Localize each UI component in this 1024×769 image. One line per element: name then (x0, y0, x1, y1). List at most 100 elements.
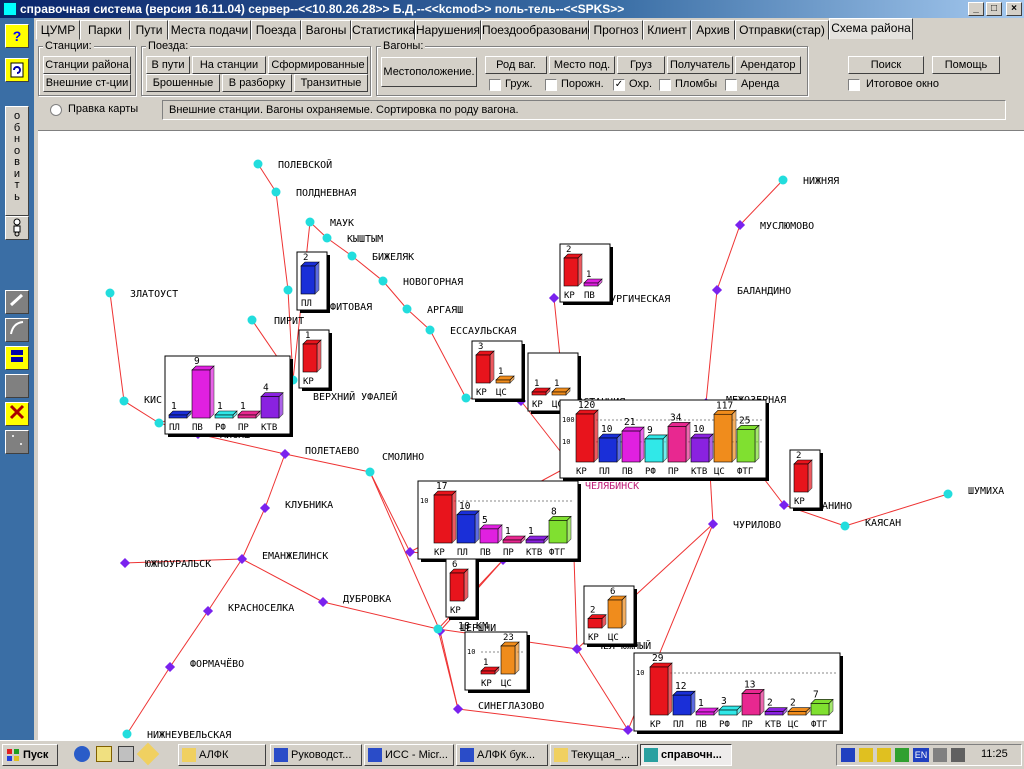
station-node[interactable] (734, 219, 746, 231)
tab-11[interactable]: Архив (691, 20, 735, 40)
tab-13[interactable]: Схема района (829, 18, 913, 40)
user-icon[interactable] (5, 216, 29, 240)
tab-10[interactable]: Клиент (643, 20, 691, 40)
station-node[interactable] (271, 187, 281, 197)
dots-tool-icon[interactable] (5, 430, 29, 454)
station-node[interactable] (236, 553, 248, 565)
guarded-checkbox[interactable]: ✓ (613, 79, 625, 91)
station-node[interactable] (378, 276, 388, 286)
station-node[interactable] (322, 233, 332, 243)
tray-network-icon[interactable] (841, 748, 855, 762)
tray-monitor-icon[interactable] (951, 748, 965, 762)
station-node[interactable] (778, 499, 790, 511)
tab-4[interactable]: Поезда (251, 20, 301, 40)
tab-2[interactable]: Пути (130, 20, 168, 40)
station-node[interactable] (283, 285, 293, 295)
station-node[interactable] (365, 467, 375, 477)
station-node[interactable] (425, 325, 435, 335)
blank-tool-icon[interactable] (5, 374, 29, 398)
final-window-checkbox[interactable] (848, 79, 860, 91)
station-node[interactable] (105, 288, 115, 298)
seals-checkbox[interactable] (659, 79, 671, 91)
station-node[interactable] (461, 393, 471, 403)
station-node[interactable] (154, 418, 164, 428)
tab-12[interactable]: Отправки(стар) (735, 20, 829, 40)
place-button[interactable]: Место под. (549, 56, 615, 74)
taskbar-item-2[interactable]: ИСС - Micr... (364, 744, 454, 766)
en-route-button[interactable]: В пути (146, 56, 190, 74)
help-icon[interactable]: ? (5, 24, 29, 48)
wagon-kind-button[interactable]: Род ваг. (485, 56, 547, 74)
station-node[interactable] (402, 304, 412, 314)
taskbar-item-4[interactable]: Текущая_... (550, 744, 638, 766)
tray-app-icon[interactable] (859, 748, 873, 762)
disbanding-button[interactable]: В разборку (222, 74, 292, 92)
wagon-chart[interactable]: 2КР (789, 449, 823, 511)
station-node[interactable] (279, 448, 291, 460)
edit-layers-icon[interactable] (5, 346, 29, 370)
tray-app2-icon[interactable] (877, 748, 891, 762)
station-node[interactable] (707, 518, 719, 530)
tools-icon[interactable] (5, 402, 29, 426)
tray-app3-icon[interactable] (895, 748, 909, 762)
station-node[interactable] (622, 724, 634, 736)
help-button[interactable]: Помощь (932, 56, 1000, 74)
station-node[interactable] (840, 521, 850, 531)
station-node[interactable] (778, 175, 788, 185)
station-node[interactable] (433, 624, 443, 634)
station-node[interactable] (347, 251, 357, 261)
loaded-checkbox[interactable] (489, 79, 501, 91)
tab-8[interactable]: Поездообразование (481, 20, 594, 40)
receiver-button[interactable]: Получатель (667, 56, 733, 74)
taskbar-item-1[interactable]: Руководст... (270, 744, 362, 766)
external-stations-button[interactable]: Внешние ст-ции (43, 74, 131, 92)
station-node[interactable] (122, 729, 132, 739)
station-node[interactable] (119, 396, 129, 406)
search-button[interactable]: Поиск (848, 56, 924, 74)
tray-volume-icon[interactable] (933, 748, 947, 762)
station-node[interactable] (202, 605, 214, 617)
ie-icon[interactable] (74, 746, 90, 762)
pen-icon[interactable] (5, 290, 29, 314)
tab-7[interactable]: Нарушения (415, 20, 481, 40)
taskbar-item-0[interactable]: АЛФК (178, 744, 266, 766)
tab-1[interactable]: Парки (80, 20, 130, 40)
app-icon[interactable] (3, 2, 17, 16)
station-node[interactable] (571, 643, 583, 655)
location-button[interactable]: Местоположение. (381, 57, 477, 87)
maximize-button[interactable]: □ (986, 2, 1002, 16)
station-node[interactable] (452, 703, 464, 715)
map-canvas[interactable]: ПОЛЕВСКОЙПОЛДНЕВНАЯМАУККЫШТЫМБИЖЕЛЯКНОВО… (38, 131, 1024, 740)
tray-language-indicator[interactable]: EN (913, 748, 929, 762)
station-node[interactable] (119, 557, 131, 569)
station-node[interactable] (548, 292, 560, 304)
abandoned-button[interactable]: Брошенные (146, 74, 220, 92)
wagon-chart[interactable]: 2ПЛ (296, 251, 330, 313)
tab-3[interactable]: Места подачи (168, 20, 251, 40)
at-station-button[interactable]: На станции (192, 56, 266, 74)
district-stations-button[interactable]: Станции района (43, 56, 131, 74)
cargo-button[interactable]: Груз (617, 56, 665, 74)
empty-checkbox[interactable] (545, 79, 557, 91)
rent-checkbox[interactable] (725, 79, 737, 91)
wagon-chart[interactable]: 6КР (445, 558, 479, 620)
tab-0[interactable]: ЦУМР (36, 20, 80, 40)
tab-6[interactable]: Статистика (351, 20, 415, 40)
station-node[interactable] (164, 661, 176, 673)
station-node[interactable] (259, 502, 271, 514)
reload-icon[interactable] (5, 58, 29, 82)
station-node[interactable] (711, 284, 723, 296)
outlook-icon[interactable] (96, 746, 112, 762)
station-node[interactable] (317, 596, 329, 608)
station-node[interactable] (305, 217, 315, 227)
line-icon[interactable] (5, 318, 29, 342)
wagon-chart[interactable]: 1КР (298, 329, 332, 391)
